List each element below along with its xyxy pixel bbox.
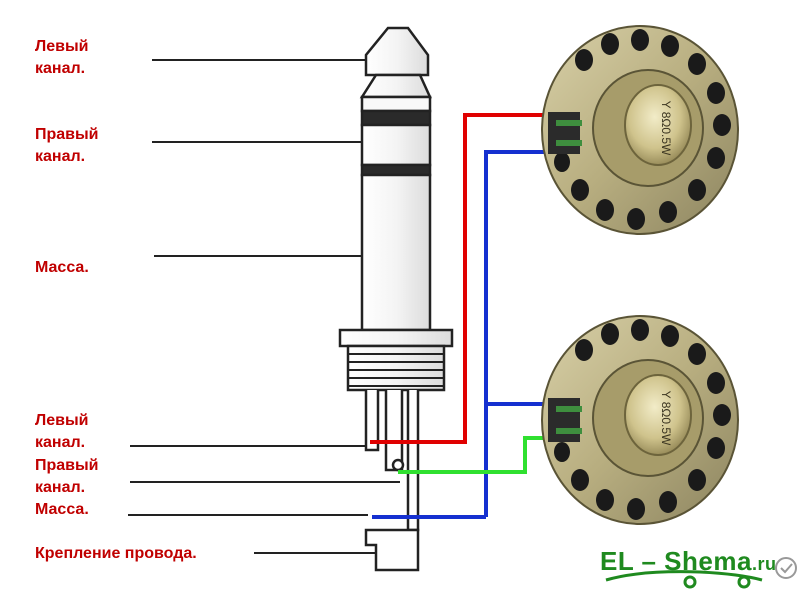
jack-upper-collar	[360, 95, 432, 113]
speaker-top-marking: Y 8Ω0.5W	[659, 101, 673, 156]
speaker-bottom-terminal-block	[548, 398, 580, 442]
watermark-suffix: .ru	[751, 554, 777, 574]
jack-plug	[338, 26, 454, 572]
jack-tip	[364, 26, 430, 77]
speaker-top-pad-1	[556, 120, 582, 126]
speaker-top-holes	[554, 29, 731, 230]
speaker-top: Y 8Ω0.5W	[541, 25, 739, 235]
watermark-badge-icon	[775, 557, 797, 579]
speaker-top-terminal-block	[548, 112, 580, 154]
speaker-bottom-holes	[554, 319, 731, 520]
jack-insulator-1	[360, 109, 432, 127]
wire-red	[370, 113, 562, 444]
jack-thread-body	[346, 344, 446, 392]
label-left-channel-tip: Левый канал.	[35, 38, 89, 77]
jack-left-terminal	[364, 390, 380, 452]
label-left-channel-terminal: Левый канал.	[35, 412, 89, 451]
jack-mass-terminal	[406, 390, 420, 532]
jack-flange	[338, 328, 454, 348]
jack-right-terminal	[384, 390, 404, 472]
label-mass-terminal: Масса.	[35, 501, 89, 518]
jack-wire-clamp	[364, 528, 420, 572]
speaker-bottom-pad-2	[556, 428, 582, 434]
jack-right-solder-point	[391, 458, 405, 472]
speaker-bottom: Y 8Ω0.5W	[541, 315, 739, 525]
speaker-bottom-pad-1	[556, 406, 582, 412]
jack-sleeve	[360, 173, 432, 332]
jack-tip-neck	[359, 73, 432, 99]
watermark-logo: EL – Shema.ru	[600, 546, 776, 577]
label-right-channel-ring: Правый канал.	[35, 126, 99, 165]
label-wire-clamp: Крепление провода.	[35, 545, 197, 562]
speaker-bottom-marking: Y 8Ω0.5W	[659, 391, 673, 446]
leader-lines	[128, 59, 400, 554]
label-mass-sleeve: Масса.	[35, 259, 89, 276]
label-right-channel-terminal: Правый канал.	[35, 457, 99, 496]
watermark-main: EL – Shema	[600, 546, 752, 576]
speaker-bottom-magnet	[624, 374, 692, 456]
speaker-top-magnet	[624, 84, 692, 166]
watermark-car-icon	[605, 570, 763, 589]
speaker-top-pad-2	[556, 140, 582, 146]
jack-insulator-2	[360, 163, 432, 177]
jack-ring	[360, 123, 432, 167]
